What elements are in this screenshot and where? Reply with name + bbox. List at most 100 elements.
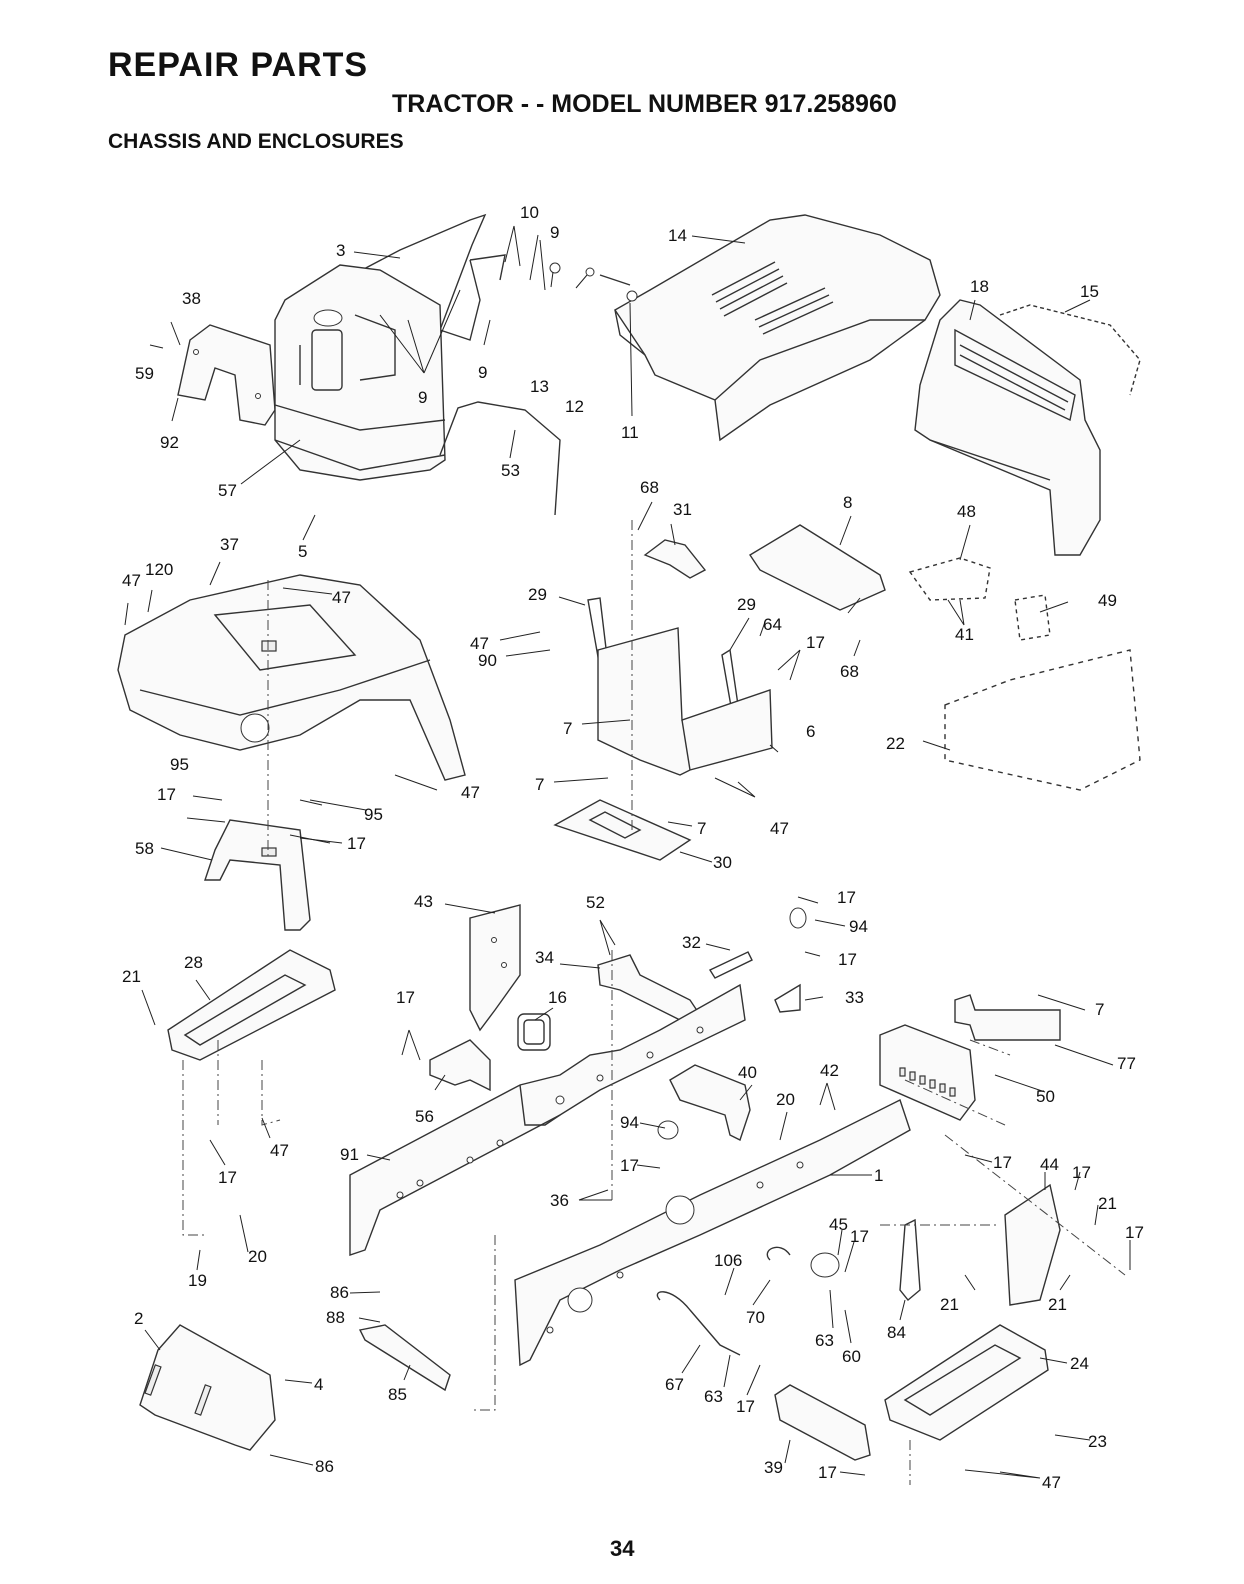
callout-label: 47 [461, 783, 480, 802]
callout-label: 86 [315, 1457, 334, 1476]
part-rear-plate [139, 1324, 276, 1451]
callout-label: 17 [850, 1227, 869, 1246]
callout-label: 31 [673, 500, 692, 519]
callout-label: 37 [220, 535, 239, 554]
callout-label: 17 [1125, 1223, 1144, 1242]
callout-label: 32 [682, 933, 701, 952]
callout-label: 21 [940, 1295, 959, 1314]
part-fuel-tank [274, 264, 446, 481]
callout-label: 95 [364, 805, 383, 824]
callout-label: 44 [1040, 1155, 1059, 1174]
callout-label: 30 [713, 853, 732, 872]
callout-label: 85 [388, 1385, 407, 1404]
callout-label: 12 [565, 397, 584, 416]
callout-label: 17 [818, 1463, 837, 1482]
part-side-bracket [469, 904, 521, 1032]
part-grille [914, 299, 1101, 556]
callout-label: 19 [188, 1271, 207, 1290]
callout-label: 120 [145, 560, 173, 579]
part-clips [708, 907, 807, 1013]
callout-label: 5 [298, 542, 307, 561]
callout-label: 34 [535, 948, 554, 967]
callout-label: 45 [829, 1215, 848, 1234]
part-left-footrest [167, 949, 336, 1061]
part-grommet [517, 1013, 551, 1051]
callout-label: 17 [396, 988, 415, 1007]
part-grille-brackets [908, 557, 1141, 791]
part-seat-bracket [204, 819, 311, 931]
callout-label: 20 [776, 1090, 795, 1109]
page-number: 34 [610, 1536, 635, 1561]
part-battery-plate [749, 524, 886, 611]
callout-label: 9 [418, 388, 427, 407]
callout-label: 50 [1036, 1087, 1055, 1106]
callout-label: 63 [815, 1331, 834, 1350]
callout-label: 4 [314, 1375, 323, 1394]
section-heading: CHASSIS AND ENCLOSURES [108, 130, 404, 153]
callout-label: 6 [806, 722, 815, 741]
callout-label: 2 [134, 1309, 143, 1328]
callout-label: 95 [170, 755, 189, 774]
model-subtitle: TRACTOR - - MODEL NUMBER 917.258960 [392, 90, 897, 118]
callout-label: 7 [535, 775, 544, 794]
callout-label: 17 [218, 1168, 237, 1187]
callout-label: 47 [470, 634, 489, 653]
callout-label: 11 [621, 423, 639, 442]
callout-label: 47 [770, 819, 789, 838]
part-grille-trim [999, 304, 1141, 396]
callout-label: 13 [530, 377, 549, 396]
callout-label: 77 [1117, 1054, 1136, 1073]
callout-label: 63 [704, 1387, 723, 1406]
callout-label: 91 [340, 1145, 359, 1164]
callout-label: 17 [620, 1156, 639, 1175]
callout-label: 21 [122, 967, 141, 986]
callout-label: 14 [668, 226, 687, 245]
part-hood [614, 214, 941, 442]
callout-label: 17 [838, 950, 857, 969]
callout-label: 17 [347, 834, 366, 853]
callout-label: 94 [620, 1113, 639, 1132]
part-pedal-bracket [657, 1064, 751, 1141]
part-rear-bracket [774, 1384, 871, 1461]
callout-label: 106 [714, 1251, 742, 1270]
callout-label: 90 [478, 651, 497, 670]
callout-label: 59 [135, 364, 154, 383]
callout-label: 24 [1070, 1354, 1089, 1373]
callout-label: 3 [336, 241, 345, 260]
callout-label: 28 [184, 953, 203, 972]
callout-label: 39 [764, 1458, 783, 1477]
part-front-plate [879, 994, 1061, 1121]
callout-label: 58 [135, 839, 154, 858]
callout-label: 23 [1088, 1432, 1107, 1451]
callout-label: 49 [1098, 591, 1117, 610]
callout-label: 41 [955, 625, 974, 644]
callout-label: 33 [845, 988, 864, 1007]
callout-label: 29 [737, 595, 756, 614]
callout-label: 8 [843, 493, 852, 512]
callout-label: 17 [157, 785, 176, 804]
callout-label: 9 [478, 363, 487, 382]
callout-label: 56 [415, 1107, 434, 1126]
part-dash-plate [177, 324, 276, 426]
callout-label: 84 [887, 1323, 906, 1342]
callout-label: 64 [763, 615, 782, 634]
part-small-plate [643, 539, 707, 579]
callout-label: 47 [122, 571, 141, 590]
callout-label: 29 [528, 585, 547, 604]
assembly-centerlines [182, 520, 1126, 1485]
callout-label: 17 [736, 1397, 755, 1416]
callout-label: 94 [849, 917, 868, 936]
callout-label: 60 [842, 1347, 861, 1366]
part-floor-plate [553, 799, 692, 861]
callout-label: 43 [414, 892, 433, 911]
part-frame-rail [349, 983, 746, 1256]
callout-label: 15 [1080, 282, 1099, 301]
callout-label: 1 [874, 1166, 883, 1185]
callout-label: 47 [270, 1141, 289, 1160]
part-hood-hardware [549, 262, 638, 302]
callout-label: 21 [1098, 1194, 1117, 1213]
part-fender [117, 574, 466, 781]
callout-label: 18 [970, 277, 989, 296]
part-right-footrest [884, 1324, 1049, 1441]
